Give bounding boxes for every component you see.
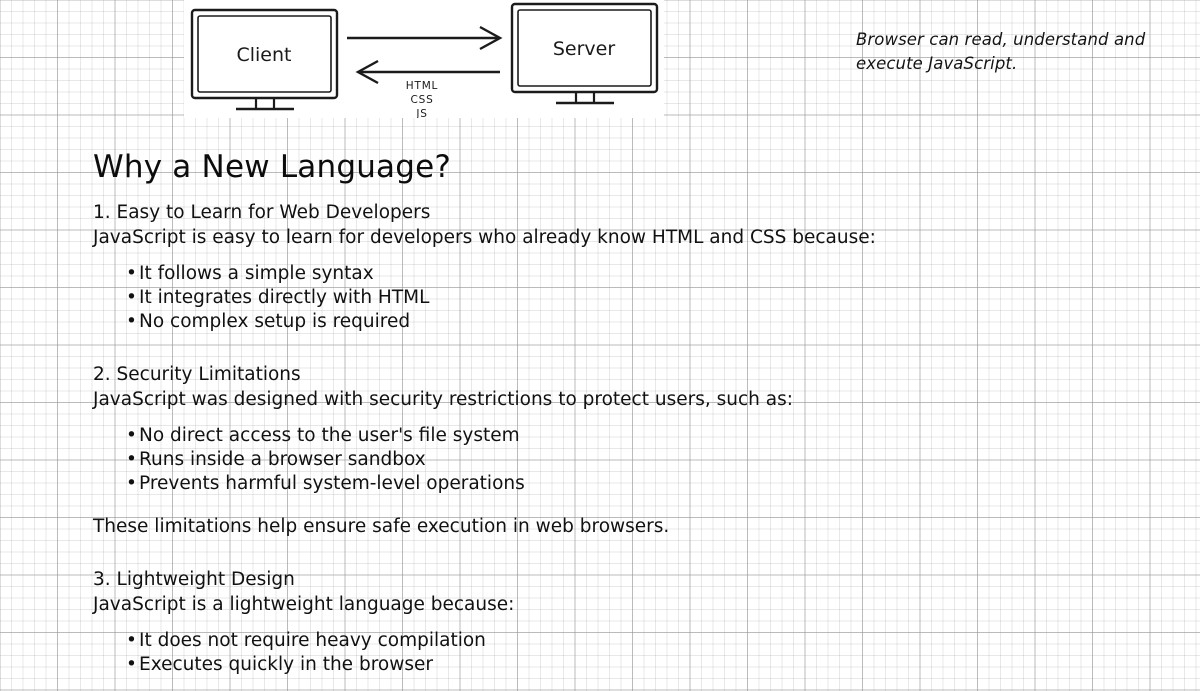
bullet-dot-icon: • — [126, 449, 137, 470]
bullet-dot-icon: • — [126, 311, 137, 332]
section-easy-to-learn: 1. Easy to Learn for Web Developers Java… — [93, 200, 953, 334]
bullet-dot-icon: • — [126, 473, 137, 494]
side-note: Browser can read, understand and execute… — [856, 30, 1146, 73]
paragraph-spacer — [93, 496, 953, 514]
list-item: •It does not require heavy compilation — [126, 629, 953, 653]
bullet-list: •It follows a simple syntax •It integrat… — [93, 262, 953, 334]
list-item-label: It follows a simple syntax — [139, 263, 374, 284]
section-spacer — [93, 547, 953, 567]
bullet-dot-icon: • — [126, 425, 137, 446]
list-item-label: No direct access to the user's file syst… — [139, 425, 520, 446]
section-intro: JavaScript is a lightweight language bec… — [93, 594, 515, 615]
list-item: •Runs inside a browser sandbox — [126, 448, 953, 472]
notes-body: Why a New Language? 1. Easy to Learn for… — [93, 148, 953, 685]
list-item: •Prevents harmful system-level operation… — [126, 472, 953, 496]
client-server-diagram: Client HTML CSS JS Server — [184, 0, 664, 118]
list-item-label: It integrates directly with HTML — [139, 287, 430, 308]
bullet-dot-icon: • — [126, 654, 137, 675]
section-heading: 1. Easy to Learn for Web Developers — [93, 202, 431, 223]
section-lightweight-design: 3. Lightweight Design JavaScript is a li… — [93, 567, 953, 677]
bullet-dot-icon: • — [126, 287, 137, 308]
list-item-label: Prevents harmful system-level operations — [139, 473, 525, 494]
bullet-dot-icon: • — [126, 263, 137, 284]
section-heading: 3. Lightweight Design — [93, 569, 295, 590]
list-item: •Executes quickly in the browser — [126, 653, 953, 677]
response-arrow-icon — [355, 59, 500, 85]
server-monitor-icon — [510, 2, 659, 105]
section-security-limitations: 2. Security Limitations JavaScript was d… — [93, 362, 953, 539]
list-item: •No direct access to the user's file sys… — [126, 424, 953, 448]
section-heading: 2. Security Limitations — [93, 364, 301, 385]
client-label: Client — [236, 44, 291, 66]
bullet-dot-icon: • — [126, 630, 137, 651]
payload-label-css: CSS — [410, 94, 433, 106]
section-spacer — [93, 342, 953, 362]
payload-label-html: HTML — [406, 80, 438, 92]
section-intro: JavaScript is easy to learn for develope… — [93, 227, 876, 248]
section-closing: These limitations help ensure safe execu… — [93, 516, 670, 537]
bullet-list: •It does not require heavy compilation •… — [93, 629, 953, 677]
list-item: •It follows a simple syntax — [126, 262, 953, 286]
client-monitor-icon — [190, 8, 339, 111]
list-item-label: Runs inside a browser sandbox — [139, 449, 426, 470]
request-arrow-icon — [347, 25, 503, 51]
list-item: •No complex setup is required — [126, 310, 953, 334]
page-title: Why a New Language? — [93, 149, 452, 185]
payload-label-js: JS — [415, 108, 427, 118]
list-item: •It integrates directly with HTML — [126, 286, 953, 310]
server-label: Server — [553, 38, 615, 60]
bullet-list: •No direct access to the user's file sys… — [93, 424, 953, 496]
list-item-label: No complex setup is required — [139, 311, 411, 332]
list-item-label: Executes quickly in the browser — [139, 654, 433, 675]
section-intro: JavaScript was designed with security re… — [93, 389, 793, 410]
list-item-label: It does not require heavy compilation — [139, 630, 486, 651]
